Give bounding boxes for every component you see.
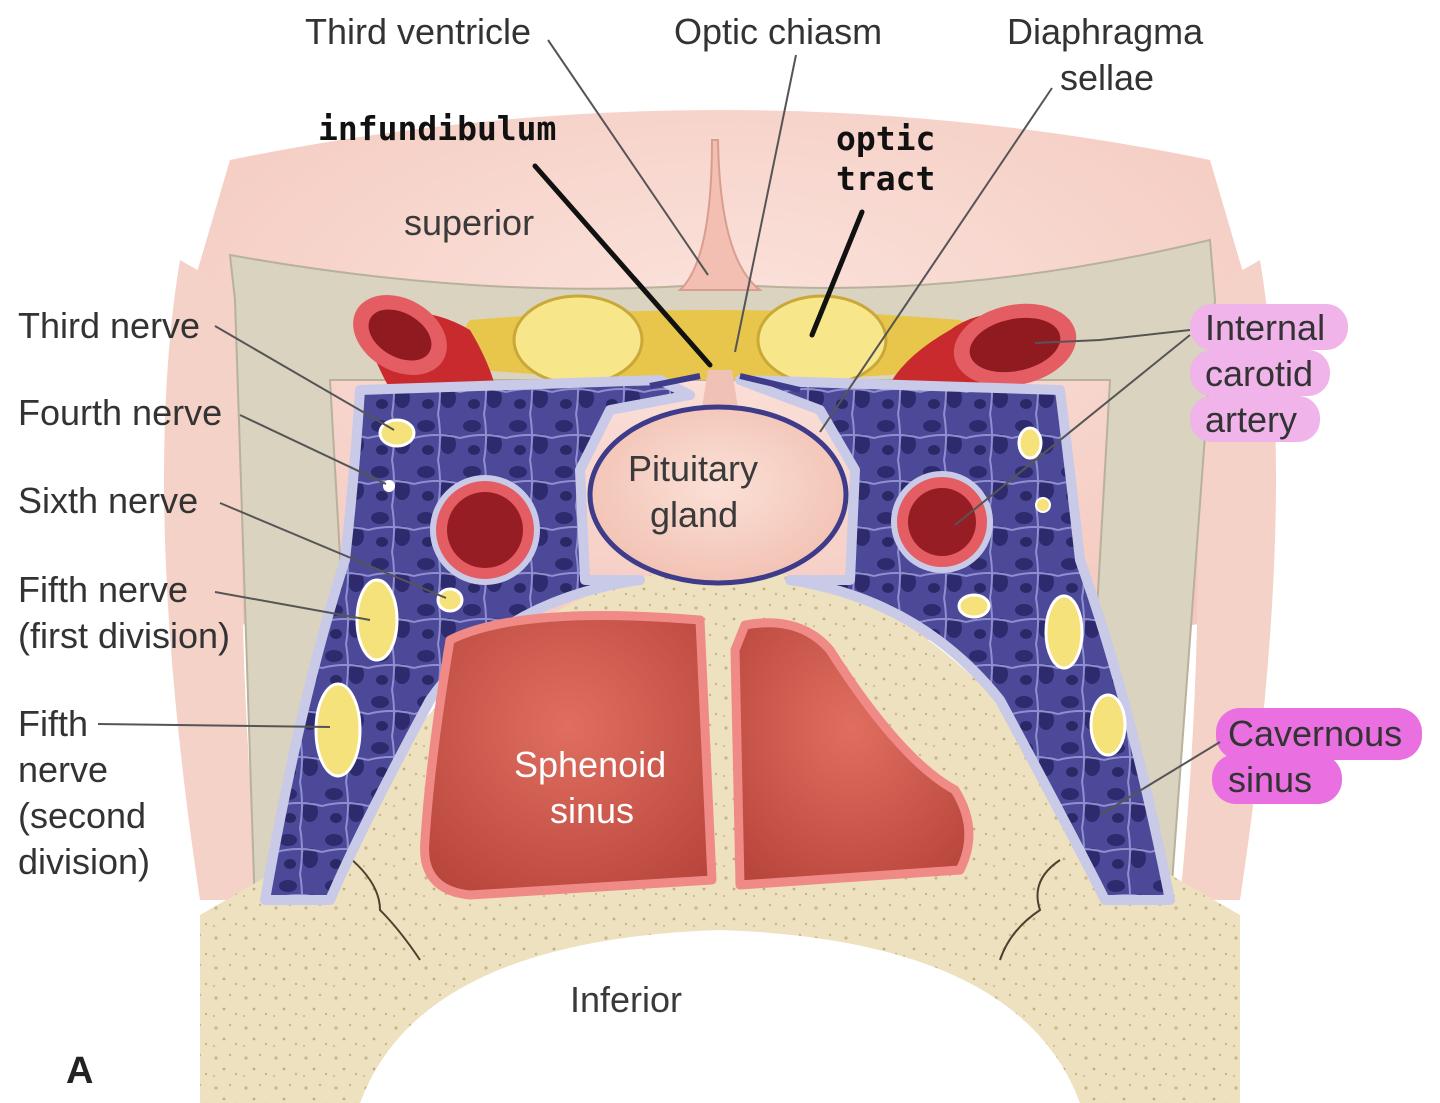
label-ica-2: carotid (1205, 353, 1313, 394)
label-fourth-nerve: Fourth nerve (18, 392, 222, 433)
label-sixth-nerve: Sixth nerve (18, 480, 198, 521)
ica-highlight-2 (1190, 350, 1330, 396)
label-fifth-second-1: Fifth (18, 703, 88, 744)
bone-suture-right (999, 859, 1061, 961)
leader-third-nerve (214, 325, 395, 431)
cavernous-highlight-1 (1216, 708, 1422, 760)
optic-tract-left (512, 294, 644, 386)
label-third-ventricle: Third ventricle (305, 11, 531, 52)
leader-optic-chiasm (734, 54, 797, 353)
lateral-brain-left (164, 260, 260, 900)
label-cavernous-2: sinus (1228, 759, 1312, 800)
label-ica-3: artery (1205, 399, 1297, 440)
pen-optic-tract (809, 209, 865, 338)
label-sphenoid-2: sinus (550, 790, 634, 831)
fourth-nerve-left (383, 480, 395, 492)
cavernous-sinus-right (735, 375, 1175, 905)
label-optic-tract-2: tract (836, 159, 935, 198)
label-optic-tract-1: optic (836, 119, 935, 158)
sixth-nerve-left (436, 587, 464, 613)
fifth-nerve-second-right (1089, 693, 1127, 757)
leader-ica-lower (954, 334, 1191, 526)
label-fifth-second-2: nerve (18, 749, 108, 790)
label-third-nerve: Third nerve (18, 305, 200, 346)
bone-suture-left (339, 849, 421, 961)
label-fifth-first-2: (first division) (18, 615, 230, 656)
fifth-nerve-second-left (314, 682, 362, 778)
label-sphenoid-1: Sphenoid (514, 744, 666, 785)
label-pituitary-2: gland (650, 494, 738, 535)
leader-fifth-second (97, 723, 331, 728)
label-fifth-second-3: (second (18, 795, 146, 836)
sixth-nerve-right (957, 593, 991, 619)
ica-highlight-1 (1190, 304, 1348, 350)
label-infundibulum: infundibulum (318, 109, 556, 148)
leader-diaphragma (819, 87, 1053, 433)
sphenoid-sinus-right (730, 618, 974, 890)
label-diaphragma-2: sellae (1060, 57, 1154, 98)
leader-third-ventricle (547, 39, 709, 276)
leader-fourth-nerve (239, 414, 387, 485)
label-cavernous-1: Cavernous (1228, 713, 1402, 754)
leader-sixth-nerve (219, 502, 447, 599)
leader-ica-upper (1034, 329, 1191, 344)
internal-carotid-left-cavernous (430, 475, 540, 585)
label-fifth-first-1: Fifth nerve (18, 569, 188, 610)
pituitary-gland (587, 404, 849, 586)
third-ventricle (677, 139, 763, 291)
leader-cavernous (1099, 741, 1221, 816)
ica-highlight-3 (1190, 396, 1320, 442)
fifth-nerve-first-left (355, 578, 399, 662)
label-pituitary-1: Pituitary (628, 448, 758, 489)
label-inferior: Inferior (570, 979, 682, 1020)
label-ica-1: Internal (1205, 307, 1325, 348)
fourth-nerve-right (1035, 497, 1051, 513)
cavernous-highlight-2 (1212, 754, 1342, 804)
label-fifth-second-4: division) (18, 841, 150, 882)
pen-infundibulum (532, 163, 713, 368)
third-nerve-right (1017, 426, 1043, 460)
diaphragma-sellae (649, 373, 801, 393)
label-optic-chiasm: Optic chiasm (674, 11, 882, 52)
label-diaphragma-1: Diaphragma (1007, 11, 1204, 52)
label-superior: superior (404, 202, 534, 243)
figure-letter: A (66, 1050, 93, 1092)
internal-carotid-right-cavernous (891, 471, 993, 573)
fifth-nerve-first-right (1044, 594, 1084, 670)
leader-fifth-first (214, 591, 371, 621)
sphenoid-sinus-left (420, 611, 717, 900)
